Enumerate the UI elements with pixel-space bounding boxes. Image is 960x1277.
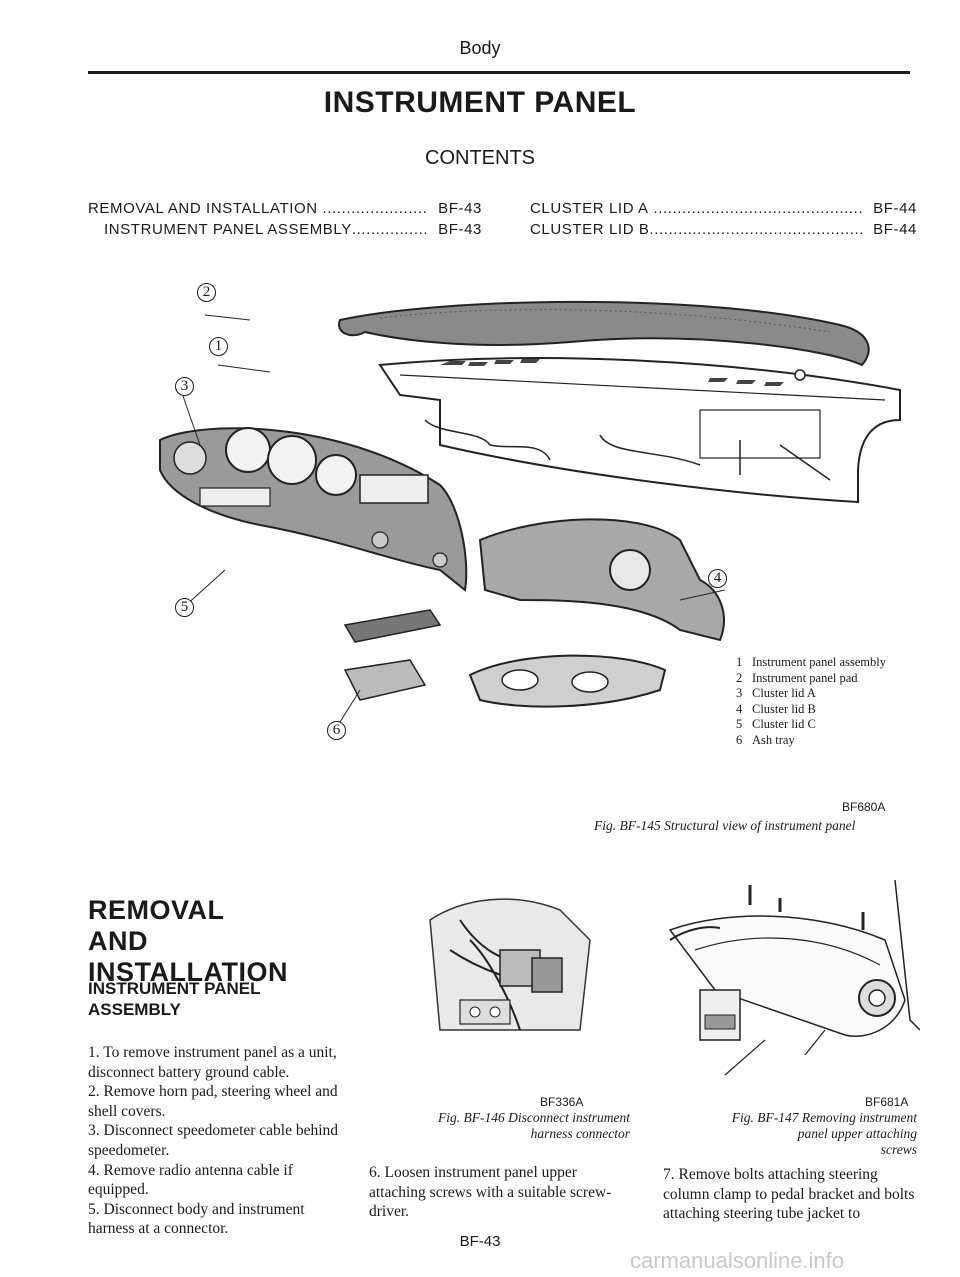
header-rule [88, 71, 910, 74]
toc-page: BF-43 [438, 221, 482, 238]
toc-label: REMOVAL AND INSTALLATION [88, 200, 318, 217]
figure-caption: Fig. BF-147 Removing instrument panel up… [731, 1110, 917, 1157]
callout-3: 3 [175, 377, 194, 396]
toc-entry[interactable]: CLUSTER LID A ..........................… [530, 200, 917, 217]
page-title: INSTRUMENT PANEL [323, 86, 637, 119]
figure-code: BF680A [842, 800, 886, 814]
step-text: 7. Remove bolts attaching steering colum… [663, 1166, 915, 1223]
cluster-lid-b-drawing [478, 518, 725, 642]
subsection-heading: INSTRUMENT PANEL ASSEMBLY [88, 979, 261, 1019]
toc-entry[interactable]: REMOVAL AND INSTALLATION ...............… [88, 200, 482, 217]
ash-tray-drawing [343, 609, 442, 643]
toc-entry[interactable]: CLUSTER LID B ..........................… [530, 221, 917, 238]
figure-code: BF681A [865, 1095, 909, 1109]
step-text: 2. Remove horn pad, steering wheel and s… [88, 1083, 338, 1120]
toc-label: INSTRUMENT PANEL ASSEMBLY [104, 221, 352, 238]
step-text: 5. Disconnect body and instrument harnes… [88, 1200, 305, 1238]
toc-dots: ........................................… [322, 200, 429, 217]
toc-label: CLUSTER LID A [530, 200, 649, 217]
section-heading: REMOVAL AND INSTALLATION [88, 895, 288, 987]
figure-code: BF336A [540, 1095, 584, 1109]
contents-heading: CONTENTS [425, 147, 535, 169]
harness-connector-photo [420, 880, 600, 1040]
toc-entry[interactable]: INSTRUMENT PANEL ASSEMBLY ..............… [104, 221, 482, 238]
toc-dots: ........................................… [653, 200, 864, 217]
callout-1: 1 [209, 337, 228, 356]
callout-2: 2 [197, 283, 216, 302]
section-title: Body [459, 38, 501, 58]
toc-dots: ........................................… [351, 221, 429, 238]
instrument-panel-assembly-drawing [378, 357, 901, 504]
step-text: 3. Disconnect speedometer cable behind s… [88, 1122, 339, 1159]
panel-screws-removal-drawing [665, 870, 920, 1080]
step-text: 6. Loosen instrument panel upper attachi… [369, 1164, 612, 1221]
ash-tray-body-drawing [343, 659, 427, 701]
watermark: carmanualsonline.info [630, 1248, 845, 1273]
callout-6: 6 [327, 721, 346, 740]
step-text: 4. Remove radio antenna cable if equippe… [88, 1161, 293, 1199]
cluster-lid-c-drawing [468, 654, 667, 708]
toc-page: BF-44 [873, 221, 917, 238]
step-text: 1. To remove instrument panel as a unit,… [88, 1044, 337, 1081]
instrument-panel-exploded-view [159, 300, 901, 731]
toc-label: CLUSTER LID B [530, 221, 650, 238]
toc-page: BF-43 [438, 200, 482, 217]
instrument-panel-pad-drawing [338, 300, 870, 367]
page-number: BF-43 [459, 1233, 501, 1250]
callout-4: 4 [708, 569, 727, 588]
callout-5: 5 [175, 598, 194, 617]
figure-caption: Fig. BF-146 Disconnect instrument harnes… [438, 1110, 630, 1141]
removal-steps: 1. To remove instrument panel as a unit,… [88, 1043, 345, 1239]
toc-dots: ........................................… [649, 221, 864, 238]
figure-caption: Fig. BF-145 Structural view of instrumen… [594, 818, 856, 833]
toc-page: BF-44 [873, 200, 917, 217]
